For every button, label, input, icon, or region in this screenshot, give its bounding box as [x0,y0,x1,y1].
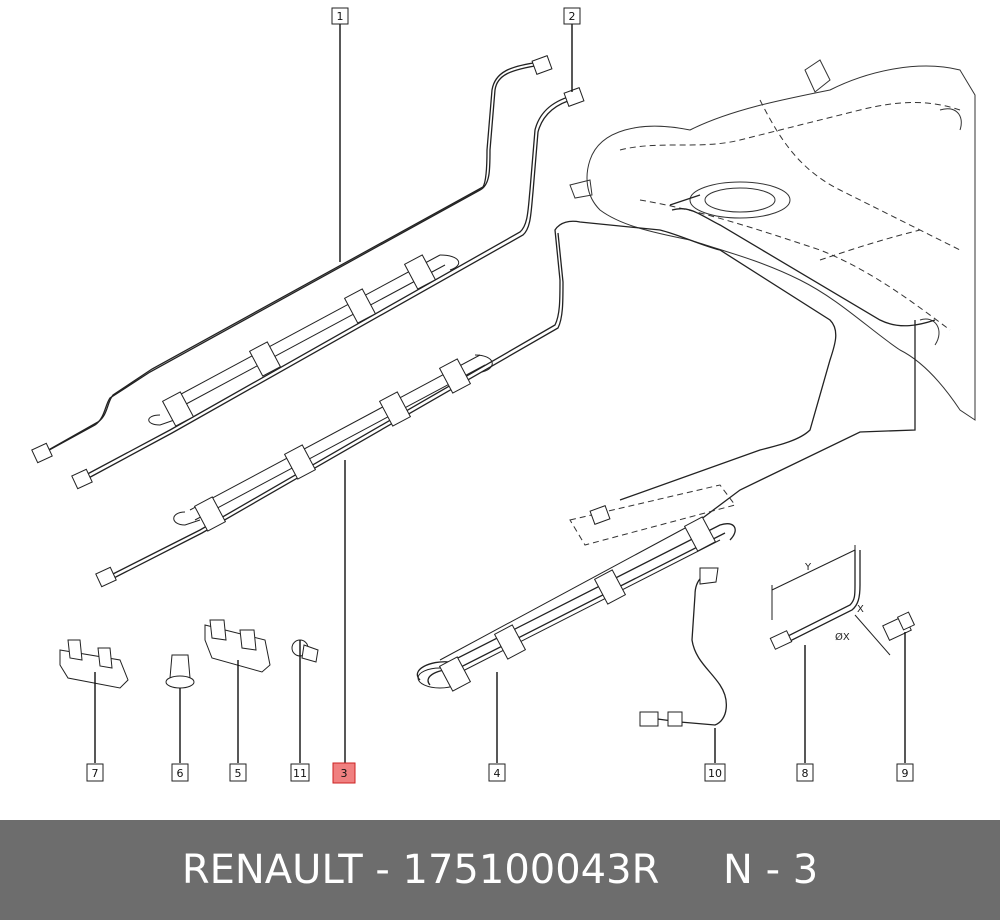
clip-6 [165,654,195,689]
callout-6[interactable]: 6 [171,763,189,782]
exploded-parts-diagram: Y X ØX [31,7,976,784]
svg-text:5: 5 [235,767,242,780]
footer-sheet: N - 3 [722,847,819,893]
dimension-y-label: Y [804,562,812,573]
pipe-assembly-1-2 [31,55,585,490]
callout-11[interactable]: 11 [290,763,310,782]
svg-text:1: 1 [337,10,344,23]
svg-text:7: 7 [92,767,99,780]
callout-4[interactable]: 4 [488,763,506,782]
rear-pipes [569,194,936,546]
footer-banner: RENAULT - 175100043R N - 3 [0,820,1000,920]
svg-text:10: 10 [708,767,722,780]
svg-text:2: 2 [569,10,576,23]
svg-text:9: 9 [902,767,909,780]
leader-lines [94,24,906,763]
footer-gap [659,847,723,893]
callout-1[interactable]: 1 [331,7,349,25]
footer-separator: - [362,847,403,893]
callout-8[interactable]: 8 [796,763,814,782]
svg-text:6: 6 [177,767,184,780]
footer-brand: RENAULT [181,847,363,893]
svg-text:3: 3 [341,767,348,780]
sensor-cable-10 [639,567,727,727]
clip-7 [59,639,129,689]
rod-8: Y X ØX [769,545,891,656]
callout-7[interactable]: 7 [86,763,104,782]
pipe-assembly-4 [416,516,736,692]
svg-text:8: 8 [802,767,809,780]
callout-2[interactable]: 2 [563,7,581,25]
clip-5 [204,619,271,673]
callout-10[interactable]: 10 [704,763,726,782]
dimension-x-label: X [857,604,864,615]
callout-5[interactable]: 5 [229,763,247,782]
callout-3-highlighted[interactable]: 3 [332,762,356,784]
clip-11 [291,639,319,663]
svg-text:11: 11 [293,767,307,780]
fuel-tank-outline [569,59,976,421]
footer-part-number: 175100043R [402,847,660,893]
callout-9[interactable]: 9 [896,763,914,782]
pipe-assembly-3 [95,220,837,588]
fitting-9 [882,611,916,641]
dimension-diameter-label: ØX [835,631,850,643]
svg-text:4: 4 [494,767,501,780]
